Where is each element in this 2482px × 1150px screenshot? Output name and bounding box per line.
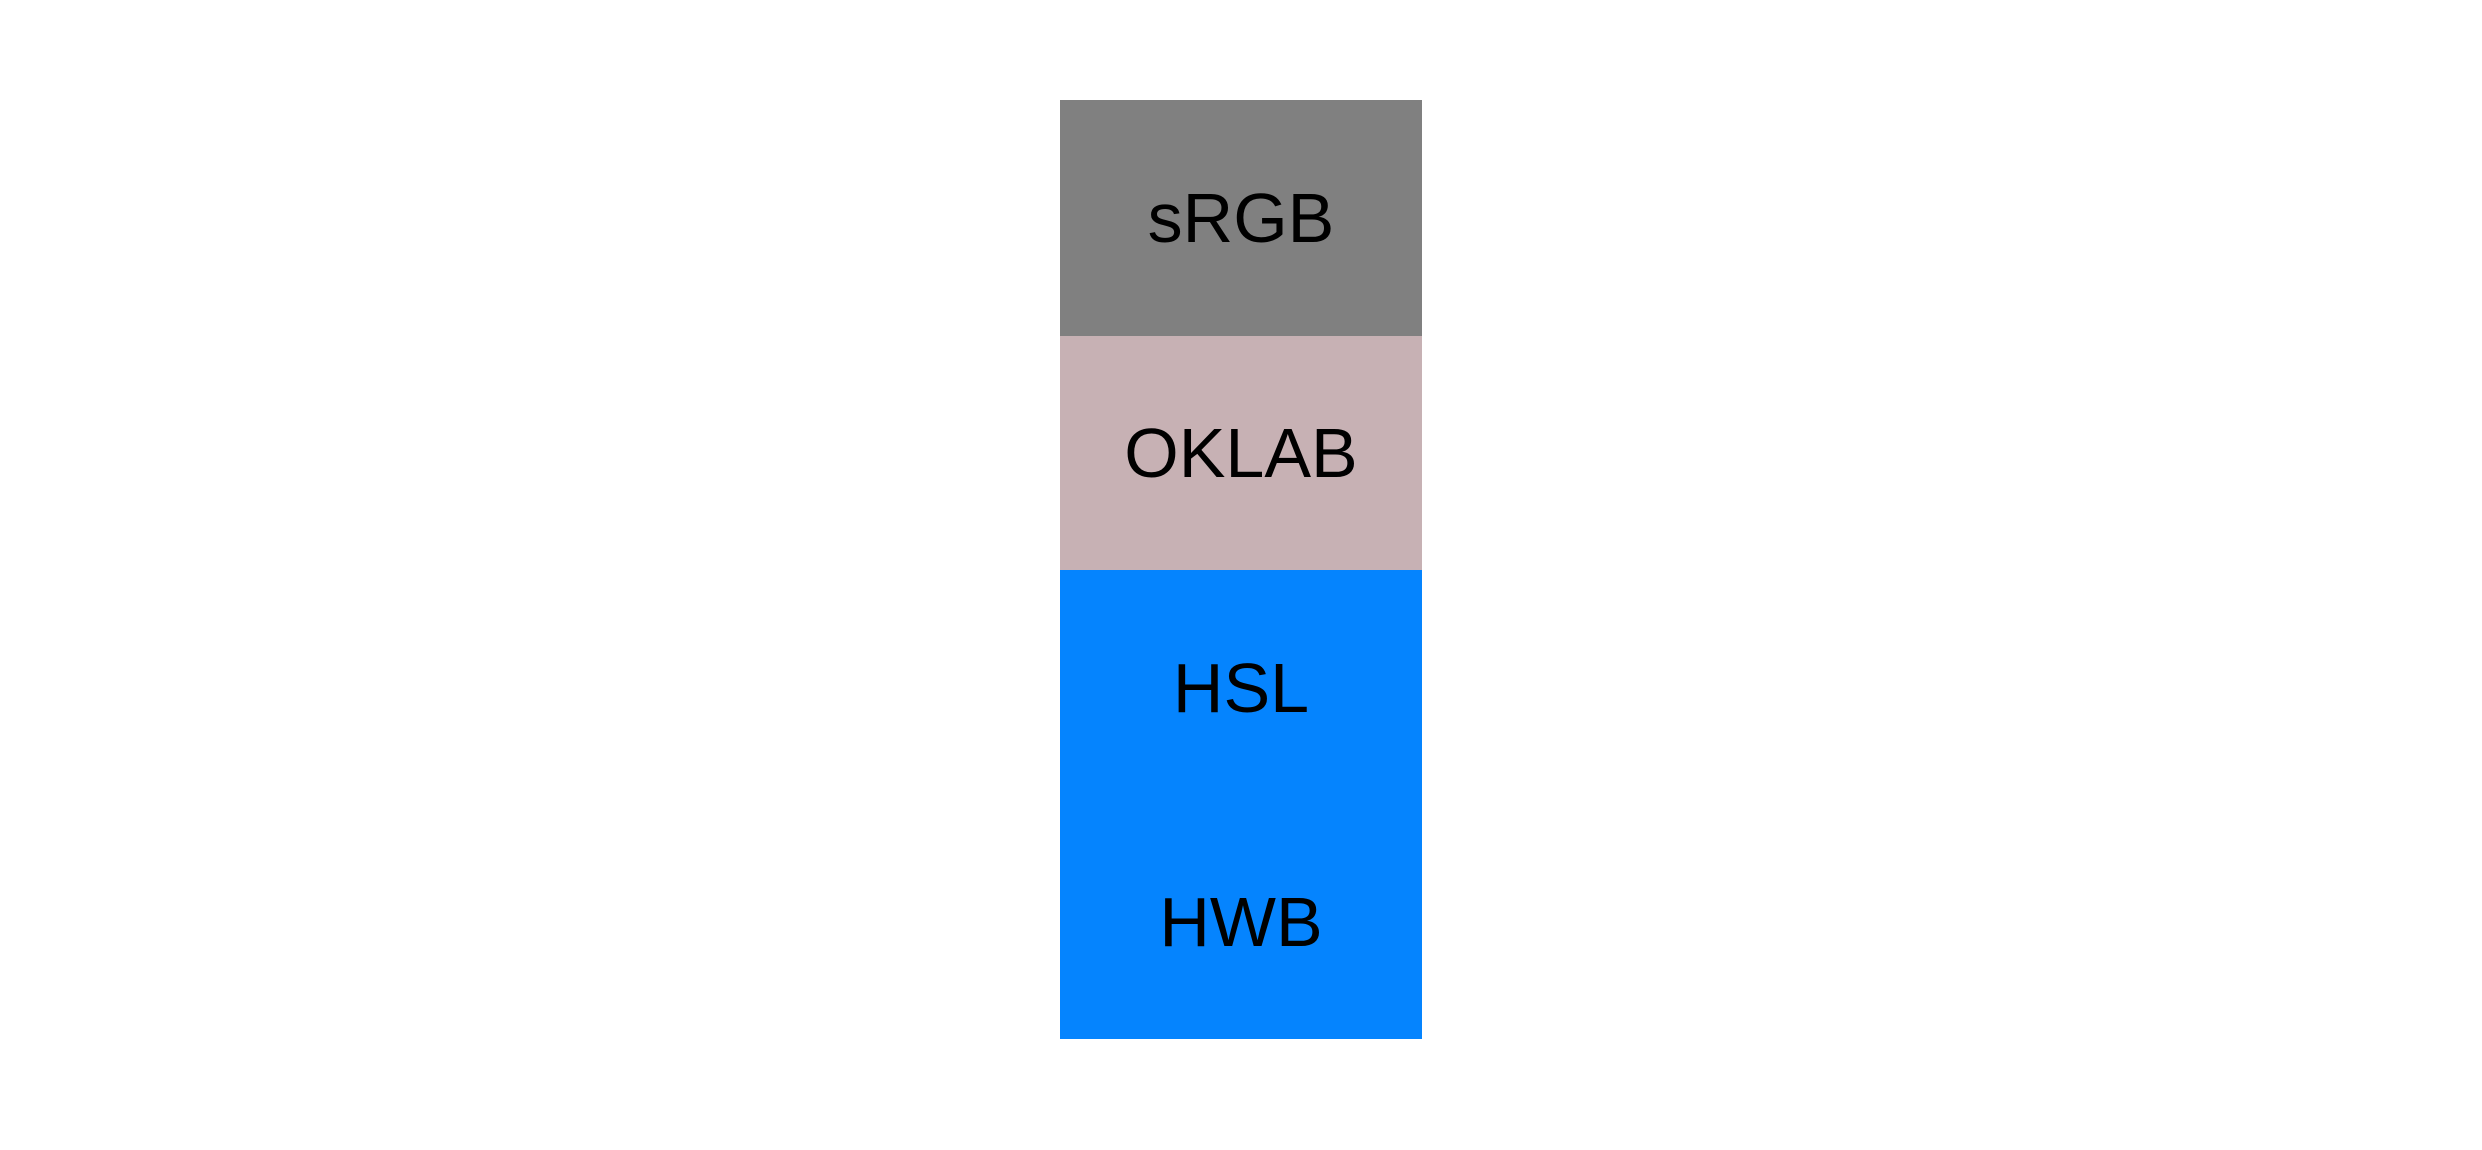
swatch-label-oklab: OKLAB [1124,414,1358,492]
swatch-hwb[interactable]: HWB [1060,805,1422,1039]
swatch-label-srgb: sRGB [1147,179,1335,257]
color-space-swatch-stack: sRGB OKLAB HSL HWB [1060,100,1422,1039]
swatch-hsl[interactable]: HSL [1060,570,1422,805]
swatch-oklab[interactable]: OKLAB [1060,336,1422,570]
swatch-srgb[interactable]: sRGB [1060,100,1422,336]
swatch-label-hsl: HSL [1172,648,1310,727]
swatch-label-hwb: HWB [1159,883,1323,961]
